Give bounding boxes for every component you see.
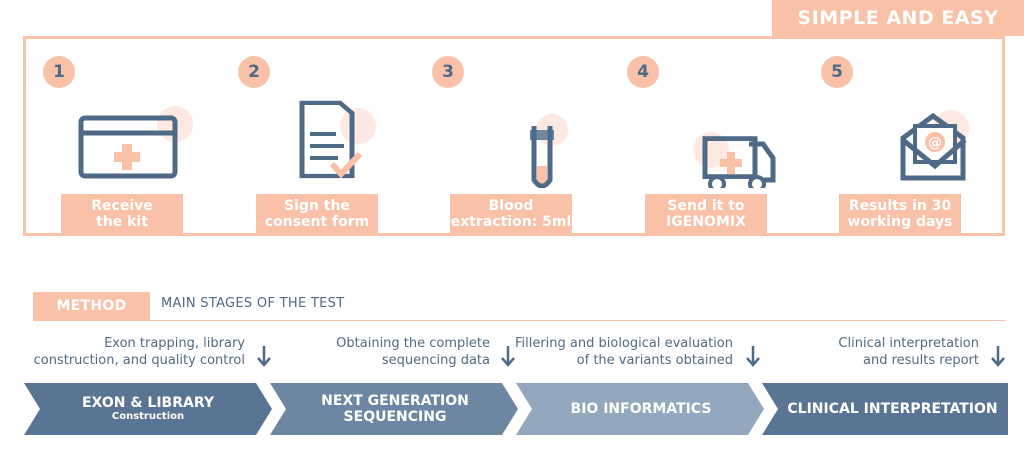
stage-4: CLINICAL INTERPRETATION: [780, 383, 1005, 435]
stage-2: NEXT GENERATION SEQUENCING: [290, 383, 500, 435]
stage-3: BIO INFORMATICS: [536, 383, 746, 435]
stage-chevron-2: [270, 383, 518, 435]
steps-frame: [23, 36, 1005, 236]
arrow-down-icon: [991, 346, 1005, 367]
step-label: Results in 30 working days: [839, 194, 961, 234]
step-label: Receive the kit: [61, 194, 183, 234]
step-3: 3 Blood extraction: 5ml: [412, 36, 592, 236]
method-subtitle: MAIN STAGES OF THE TEST: [161, 296, 345, 311]
delivery-truck-icon: [693, 132, 776, 188]
stage-chevron-1: [24, 383, 272, 435]
step-5: 5 @ Results in 30 working days: [801, 36, 981, 236]
stage-description-1: Exon trapping, library construction, and…: [33, 336, 245, 368]
stage-1: EXON & LIBRARY Construction: [48, 383, 248, 435]
stage-title: BIO INFORMATICS: [570, 401, 712, 417]
step-1: 1 Receive the kit: [23, 36, 203, 236]
step-2: 2 Sign the consent form: [218, 36, 398, 236]
step-4: 4 Send it to IGENOMIX: [607, 36, 787, 236]
stage-description-2: Obtaining the complete sequencing data: [336, 336, 490, 368]
stage-chevron-4: [762, 383, 1008, 435]
consent-form-icon: [299, 100, 376, 179]
kit-box-icon: [78, 106, 193, 179]
stage-title: NEXT GENERATION SEQUENCING: [321, 393, 469, 425]
arrow-down-icon: [501, 346, 515, 367]
stage-subtitle: Construction: [111, 411, 185, 422]
stage-title: CLINICAL INTERPRETATION: [787, 401, 998, 417]
stages-chevron-bar: [24, 383, 1008, 435]
method-label: METHOD: [33, 292, 150, 320]
simple-and-easy-badge: SIMPLE AND EASY: [772, 0, 1024, 36]
stage-description-3: Fillering and biological evaluation of t…: [514, 336, 733, 368]
stage-chevron-3: [516, 383, 764, 435]
method-divider: [33, 320, 1005, 321]
step-number: 4: [627, 56, 659, 88]
arrow-down-icon: [257, 346, 271, 367]
stage-description-4: Clinical interpretation and results repo…: [838, 336, 979, 368]
step-label: Send it to IGENOMIX: [645, 194, 767, 234]
step-number: 3: [432, 56, 464, 88]
email-envelope-icon: @: [900, 110, 969, 181]
step-label: Blood extraction: 5ml: [450, 194, 572, 234]
test-tube-icon: [530, 114, 568, 188]
step-number: 5: [821, 56, 853, 88]
step-label: Sign the consent form: [256, 194, 378, 234]
step-number: 1: [43, 56, 75, 88]
step-number: 2: [238, 56, 270, 88]
arrow-down-icon: [746, 346, 760, 367]
svg-text:@: @: [928, 135, 942, 151]
stage-title: EXON & LIBRARY: [81, 395, 214, 411]
